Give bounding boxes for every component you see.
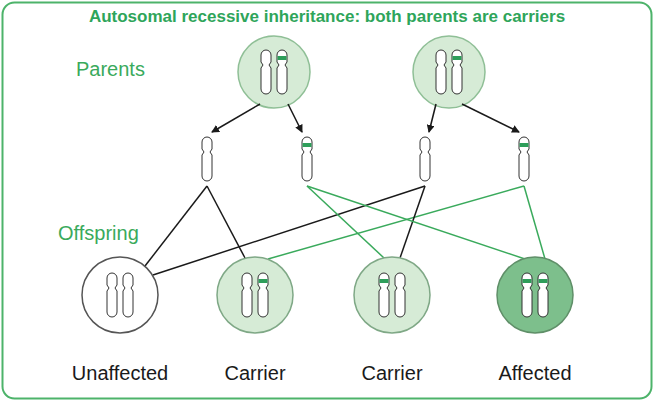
- gamete-chromosomes: [202, 137, 529, 181]
- inheritance-lines: [145, 186, 545, 275]
- diagram-title: Autosomal recessive inheritance: both pa…: [0, 7, 654, 27]
- parent-circle: [238, 36, 310, 108]
- row-label: Parents: [76, 58, 145, 81]
- gamete-arrows: [212, 104, 519, 132]
- genotype-label: Carrier: [224, 362, 285, 385]
- offspring-circle: Carrier: [352, 255, 432, 385]
- genotype-circle: [352, 255, 432, 335]
- offspring-circle: Affected: [495, 255, 575, 385]
- genotype-label: Affected: [498, 362, 571, 385]
- offspring-circle: Carrier: [215, 255, 295, 385]
- genotype-circle: [80, 255, 160, 335]
- parent-circle: [413, 36, 485, 108]
- genotype-circle: [495, 255, 575, 335]
- genotype-circle: [215, 255, 295, 335]
- offspring-circle: Unaffected: [69, 255, 172, 385]
- genotype-label: Carrier: [361, 362, 422, 385]
- frame: [3, 3, 652, 399]
- genotype-label: Unaffected: [72, 362, 168, 385]
- row-label: Offspring: [58, 222, 139, 245]
